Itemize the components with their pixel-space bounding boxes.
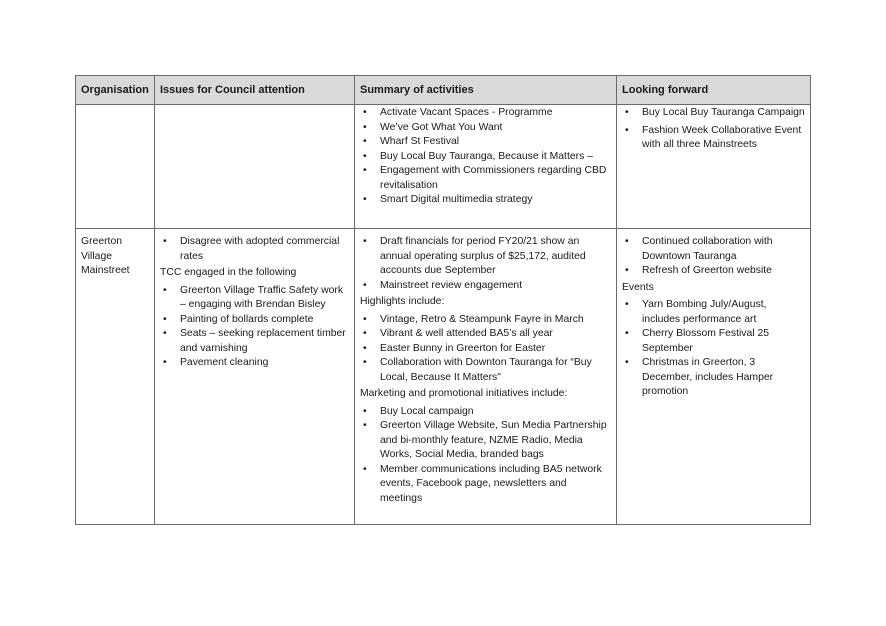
list-item: Smart Digital multimedia strategy [360,193,611,208]
summary-text: Highlights include: [360,296,445,307]
table-header-row: Organisation Issues for Council attentio… [75,75,811,105]
list-item: Vintage, Retro & Steampunk Fayre in Marc… [360,313,611,328]
summary-list: Buy Local campaign Greerton Village Webs… [360,405,611,507]
list-item: Cherry Blossom Festival 25 September [622,327,805,356]
list-item: Yarn Bombing July/August, includes perfo… [622,298,805,327]
list-item: Continued collaboration with Downtown Ta… [622,235,805,264]
summary-text: Marketing and promotional initiatives in… [360,388,568,399]
list-item: Refresh of Greerton website [622,264,805,279]
table-row: Greerton Village Mainstreet Disagree wit… [75,228,811,525]
list-item: Seats – seeking replacement timber and v… [160,327,349,356]
list-item: Engagement with Commissioners regarding … [360,164,611,193]
issues-text: TCC engaged in the following [160,267,297,278]
list-item: Disagree with adopted commercial rates [160,235,349,264]
summary-list: Draft financials for period FY20/21 show… [360,235,611,293]
list-item: Wharf St Festival [360,135,611,150]
summary-list: Activate Vacant Spaces - Programme We’ve… [360,106,611,208]
list-item: Pavement cleaning [160,356,349,371]
header-looking-forward: Looking forward [616,75,811,105]
summary-cell: Draft financials for period FY20/21 show… [354,228,617,525]
list-item: Member communications including BA5 netw… [360,463,611,507]
list-item: Greerton Village Website, Sun Media Part… [360,419,611,463]
issues-list: Greerton Village Traffic Safety work – e… [160,284,349,371]
list-item: Activate Vacant Spaces - Programme [360,106,611,121]
summary-list: Vintage, Retro & Steampunk Fayre in Marc… [360,313,611,386]
list-item: Easter Bunny in Greerton for Easter [360,342,611,357]
list-item: Draft financials for period FY20/21 show… [360,235,611,279]
list-item: Painting of bollards complete [160,313,349,328]
list-item: Buy Local Buy Tauranga, Because it Matte… [360,150,611,165]
list-item: Buy Local Buy Tauranga Campaign [622,106,805,121]
header-organisation: Organisation [75,75,155,105]
forward-cell: Continued collaboration with Downtown Ta… [616,228,811,525]
forward-text: Events [622,281,654,293]
organisation-cell: Greerton Village Mainstreet [75,228,155,525]
list-item: Mainstreet review engagement [360,279,611,294]
forward-list: Buy Local Buy Tauranga Campaign Fashion … [622,106,805,153]
list-item: Buy Local campaign [360,405,611,420]
list-item: Christmas in Greerton, 3 December, inclu… [622,356,805,400]
list-item: We’ve Got What You Want [360,121,611,136]
issues-list: Disagree with adopted commercial rates [160,235,349,264]
forward-cell: Buy Local Buy Tauranga Campaign Fashion … [616,104,811,229]
summary-cell: Activate Vacant Spaces - Programme We’ve… [354,104,617,229]
issues-cell [154,104,355,229]
activities-table: Organisation Issues for Council attentio… [75,75,811,525]
header-summary: Summary of activities [354,75,617,105]
table-row: Activate Vacant Spaces - Programme We’ve… [75,104,811,229]
list-item: Greerton Village Traffic Safety work – e… [160,284,349,313]
forward-list: Continued collaboration with Downtown Ta… [622,235,805,279]
list-item: Collaboration with Downton Tauranga for … [360,356,611,385]
list-item: Vibrant & well attended BA5’s all year [360,327,611,342]
header-issues: Issues for Council attention [154,75,355,105]
list-item: Fashion Week Collaborative Event with al… [622,124,805,153]
issues-cell: Disagree with adopted commercial rates T… [154,228,355,525]
forward-list: Yarn Bombing July/August, includes perfo… [622,298,805,400]
organisation-cell [75,104,155,229]
